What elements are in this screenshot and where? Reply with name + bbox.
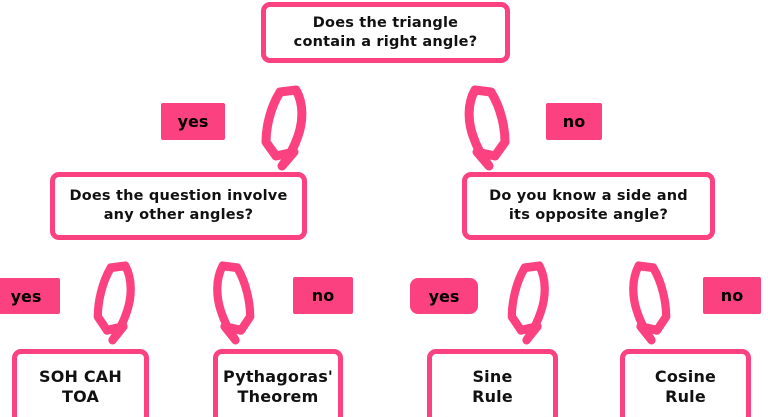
node-cosine-rule: Cosine Rule (620, 349, 751, 417)
node-root-question-text: Does the triangle contain a right angle? (288, 14, 484, 51)
node-pythagoras-theorem-text: Pythagoras' Theorem (217, 367, 339, 408)
chip-left-yes-label: yes (10, 286, 42, 306)
chip-root-yes: yes (161, 103, 225, 140)
curved-arrow-down-left-icon-left-yes (74, 258, 140, 346)
node-left-question-text: Does the question involve any other angl… (63, 187, 293, 224)
node-root-question: Does the triangle contain a right angle? (261, 2, 510, 63)
chip-root-yes-label: yes (177, 112, 209, 131)
node-pythagoras-theorem-line2: Theorem (237, 387, 319, 406)
chip-root-no: no (546, 103, 602, 140)
node-left-question-line1: Does the question involve (69, 188, 288, 205)
chip-left-no-label: no (311, 286, 335, 305)
curved-arrow-down-left-icon-root-yes (240, 82, 312, 172)
chip-right-yes-label: yes (428, 286, 460, 306)
node-right-question-text: Do you know a side and its opposite angl… (483, 187, 694, 224)
chip-right-no-label: no (720, 286, 744, 305)
node-root-question-line1: Does the triangle (312, 14, 459, 31)
node-pythagoras-theorem-line1: Pythagoras' (222, 366, 334, 386)
node-sine-rule: Sine Rule (427, 349, 558, 417)
curved-arrow-down-left-icon-right-yes (488, 258, 554, 346)
curved-arrow-down-right-icon-right-no (624, 258, 690, 346)
node-cosine-rule-line2: Rule (665, 387, 706, 406)
node-left-question: Does the question involve any other angl… (50, 172, 307, 240)
chip-right-no: no (703, 277, 761, 314)
node-soh-cah-toa-text: SOH CAH TOA (33, 367, 128, 408)
chip-left-no: no (293, 277, 353, 314)
curved-arrow-down-right-icon-root-no (459, 82, 531, 172)
node-cosine-rule-line1: Cosine (654, 366, 717, 386)
curved-arrow-down-right-icon-left-no (208, 258, 274, 346)
node-sine-rule-line1: Sine (472, 366, 513, 386)
node-soh-cah-toa-line2: TOA (61, 387, 100, 406)
node-root-question-line2: contain a right angle? (293, 33, 478, 50)
node-right-question-line2: its opposite angle? (508, 207, 669, 223)
node-right-question: Do you know a side and its opposite angl… (462, 172, 715, 240)
node-soh-cah-toa-line1: SOH CAH (38, 366, 122, 386)
node-sine-rule-line2: Rule (472, 387, 513, 406)
chip-right-yes: yes (410, 278, 478, 314)
node-right-question-line1: Do you know a side and (489, 188, 688, 205)
node-pythagoras-theorem: Pythagoras' Theorem (213, 349, 343, 417)
node-sine-rule-text: Sine Rule (466, 367, 519, 408)
node-cosine-rule-text: Cosine Rule (649, 367, 722, 408)
chip-left-yes: yes (0, 278, 60, 314)
node-soh-cah-toa: SOH CAH TOA (12, 349, 149, 417)
chip-root-no-label: no (562, 112, 586, 131)
node-left-question-line2: any other angles? (103, 207, 254, 223)
